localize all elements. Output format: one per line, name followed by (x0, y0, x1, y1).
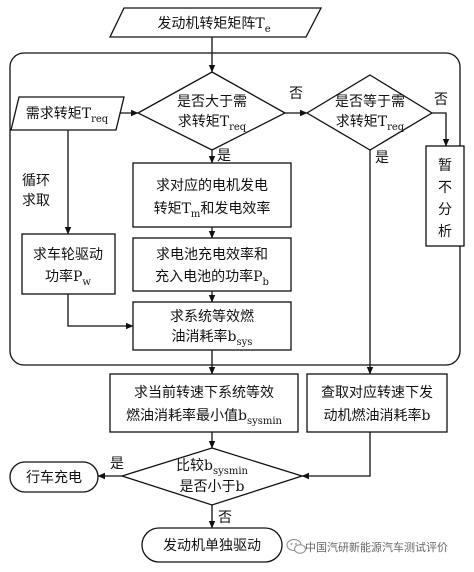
min-consumption-line1: 求当前转速下系统等效 (134, 384, 274, 401)
compare-decision-subscript: sysmin (213, 466, 249, 477)
min-consumption-node: 求当前转速下系统等效 燃油消耗率最小值bsysmin (109, 373, 299, 433)
svg-text:求转矩Treq: 求转矩Treq (178, 114, 247, 133)
system-consumption-node: 求系统等效燃 油消耗率bsys (132, 301, 292, 351)
engine-consumption-line1: 查取对应转速下发 (321, 384, 433, 401)
demand-torque-node: 需求转矩Treq (10, 96, 125, 131)
min-consumption-line2: 燃油消耗率最小值b (126, 407, 247, 424)
no-analysis-node: 暂 不 分 析 (425, 145, 465, 247)
no-analysis-char-2: 不 (438, 180, 452, 196)
engine-consumption-line2: 动机燃油消耗率b (324, 407, 431, 424)
svg-text:比较bsysmin: 比较bsysmin (176, 458, 249, 477)
demand-torque-label: 需求转矩T (26, 106, 92, 122)
equal-decision: 是否等于需 求转矩Treq (305, 74, 434, 151)
motor-torque-subscript: m (191, 209, 201, 220)
edge-label-no-1: 否 (289, 86, 303, 102)
driving-charge-label: 行车充电 (26, 469, 82, 486)
no-analysis-char-1: 暂 (438, 158, 452, 174)
equal-decision-line1: 是否等于需 (335, 93, 405, 110)
greater-than-decision: 是否大于需 求转矩Treq (136, 71, 287, 151)
battery-line1: 求电池充电效率和 (156, 246, 268, 263)
motor-torque-line1: 求对应的电机发电 (156, 177, 268, 194)
no-analysis-char-4: 析 (438, 224, 452, 240)
demand-torque-subscript: req (91, 114, 109, 125)
compare-decision-line1: 比较b (176, 458, 213, 474)
connectors (64, 37, 450, 529)
system-consumption-line2: 油消耗率b (172, 328, 237, 345)
greater-decision-line1: 是否大于需 (177, 94, 247, 110)
loop-label-line1: 循环 (22, 173, 50, 189)
engine-torque-matrix-node: 发动机转矩矩阵Te (108, 7, 323, 38)
battery-charging-node: 求电池充电效率和 充入电池的功率Pb (132, 237, 292, 292)
driving-charge-node: 行车充电 (9, 461, 99, 493)
battery-subscript: b (263, 277, 269, 288)
loop-label-line2: 求取 (22, 193, 50, 209)
engine-only-label: 发动机单独驱动 (163, 538, 261, 554)
edge-label-yes-2: 是 (375, 150, 389, 166)
watermark-text: 中国汽研新能源汽车测试评价 (305, 540, 448, 554)
edge-label-yes-3: 是 (110, 456, 124, 472)
wheel-power-subscript: w (82, 277, 91, 288)
equal-decision-line2: 求转矩T (336, 114, 388, 130)
svg-text:油消耗率bsys: 油消耗率bsys (172, 328, 253, 348)
motor-torque-line2a: 转矩T (154, 201, 192, 217)
wechat-icon (286, 539, 306, 554)
system-consumption-subscript: sys (237, 337, 253, 348)
edge-label-no-2: 否 (434, 92, 448, 108)
svg-text:充入电池的功率Pb: 充入电池的功率Pb (155, 268, 269, 288)
engine-only-node: 发动机单独驱动 (141, 527, 283, 563)
motor-torque-node: 求对应的电机发电 转矩Tm和发电效率 (132, 162, 292, 228)
motor-torque-line2b: 和发电效率 (200, 200, 270, 217)
engine-torque-matrix-subscript: e (265, 24, 271, 35)
greater-decision-subscript: req (229, 122, 247, 133)
edge-label-yes-1: 是 (217, 148, 231, 164)
svg-text:燃油消耗率最小值bsysmin: 燃油消耗率最小值bsysmin (126, 407, 283, 427)
svg-text:功率Pw: 功率Pw (45, 268, 91, 288)
compare-decision-line2: 是否小于b (180, 479, 245, 495)
greater-decision-line2: 求转矩T (178, 114, 230, 130)
no-analysis-char-3: 分 (438, 202, 452, 218)
svg-text:求转矩Treq: 求转矩Treq (336, 114, 405, 133)
svg-text:转矩Tm和发电效率: 转矩Tm和发电效率 (154, 200, 271, 220)
svg-text:需求转矩Treq: 需求转矩Treq (26, 106, 109, 125)
engine-torque-matrix-label: 发动机转矩矩阵T (157, 16, 265, 32)
compare-decision: 比较bsysmin 是否小于b (119, 447, 305, 506)
battery-line2: 充入电池的功率P (155, 268, 262, 285)
wheel-power-node: 求车轮驱动 功率Pw (21, 233, 116, 295)
wheel-power-line1: 求车轮驱动 (33, 246, 103, 263)
edge-label-no-3: 否 (218, 510, 232, 526)
svg-text:发动机转矩矩阵Te: 发动机转矩矩阵Te (157, 16, 270, 35)
equal-decision-subscript: req (387, 122, 405, 133)
min-consumption-subscript: sysmin (247, 416, 283, 427)
system-consumption-line1: 求系统等效燃 (170, 308, 254, 325)
engine-consumption-node: 查取对应转速下发 动机燃油消耗率b (306, 373, 448, 433)
wheel-power-line2: 功率P (45, 268, 82, 285)
watermark: 中国汽研新能源汽车测试评价 (286, 539, 448, 554)
